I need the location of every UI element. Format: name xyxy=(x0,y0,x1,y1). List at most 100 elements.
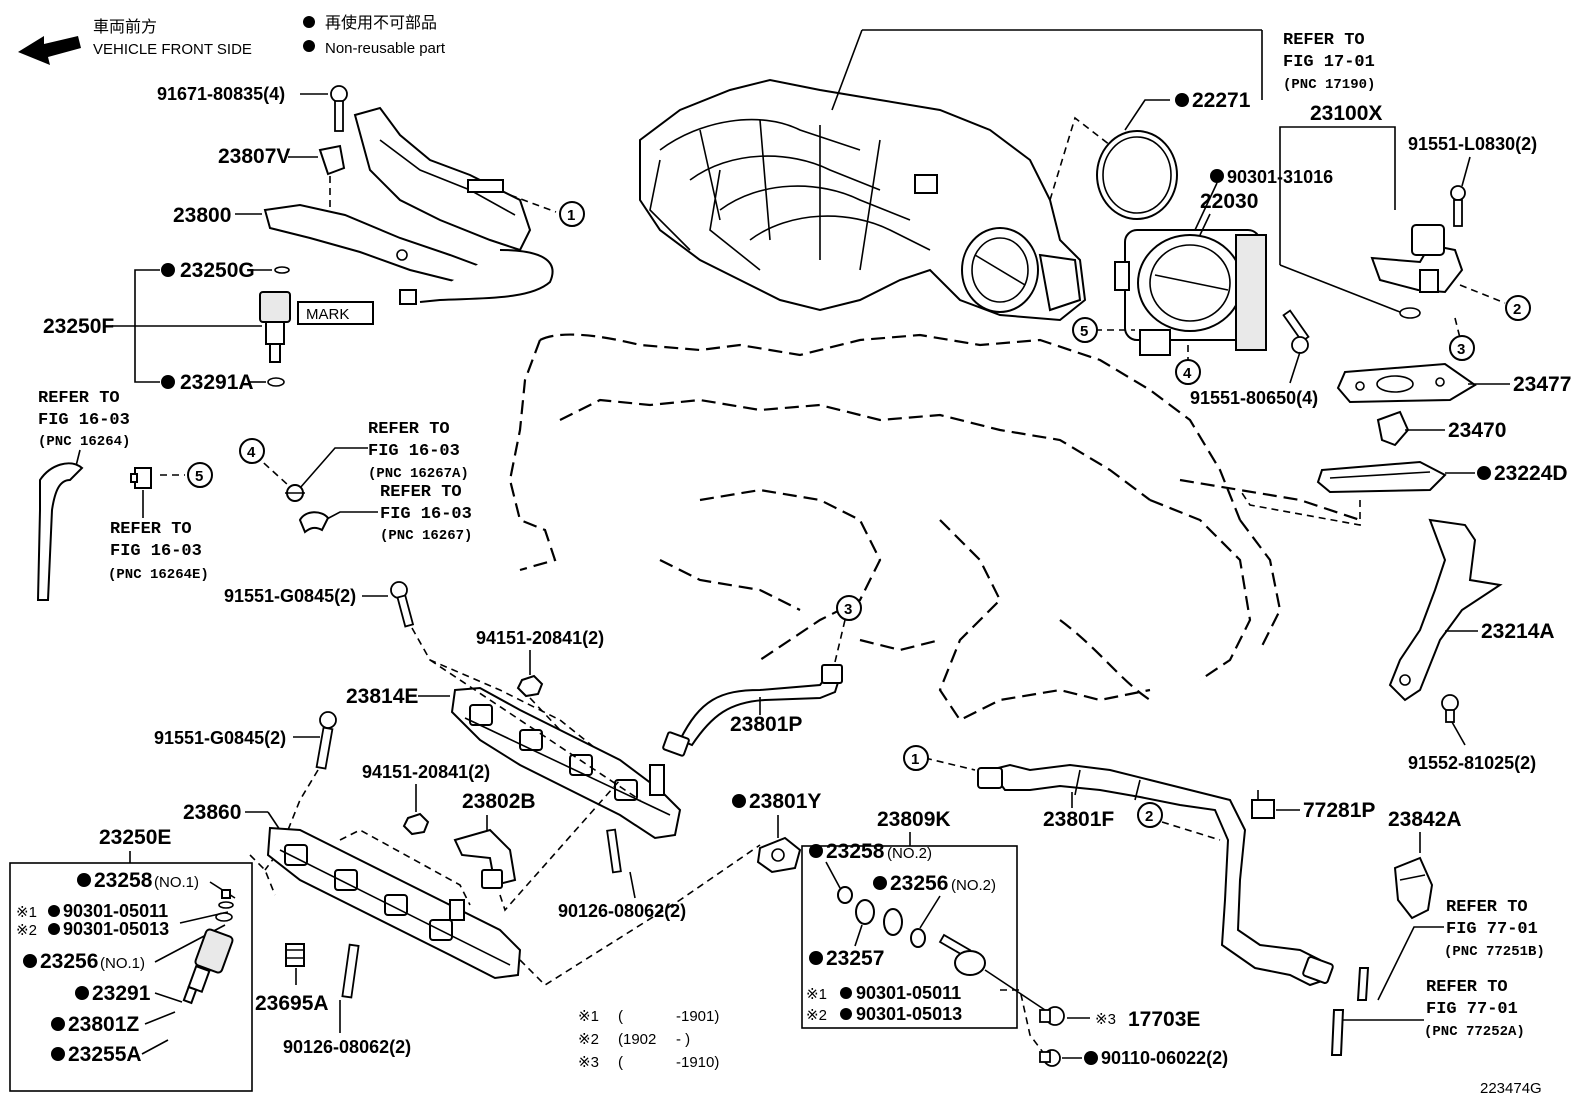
part-23801Y: 23801Y xyxy=(749,790,821,813)
callout-1: 1 xyxy=(903,745,929,771)
callout-2-label: 2 xyxy=(1145,808,1153,825)
legend-label-jp: 再使用不可部品 xyxy=(325,13,437,32)
leader-23258-no2 xyxy=(825,861,841,889)
footnote-2-open: (1902 xyxy=(618,1031,656,1048)
bolt-91551-80650 xyxy=(1282,309,1310,354)
ref-figure: FIG 16-03 xyxy=(110,542,202,561)
part-23477: 23477 xyxy=(1513,373,1571,396)
part-23256-no2-note: (NO.2) xyxy=(951,877,996,894)
front-label-jp: 車両前方 xyxy=(93,17,157,36)
non-reusable-dot-icon xyxy=(840,1008,852,1020)
callout-3-label: 3 xyxy=(844,601,852,618)
hose-23802B xyxy=(453,828,517,889)
callout-3-label: 3 xyxy=(1457,341,1465,358)
leader-90126-a xyxy=(629,871,636,899)
leader-manifold xyxy=(831,29,863,111)
leader-16267 xyxy=(324,511,378,521)
clip-77281P xyxy=(1251,790,1275,819)
note-mark-2: ※2 xyxy=(16,922,37,939)
stud-90126-b xyxy=(341,943,360,999)
non-reusable-dot-icon xyxy=(1175,93,1189,107)
part-90126-08062-a: 90126-08062(2) xyxy=(558,901,686,921)
part-23695A: 23695A xyxy=(255,992,329,1015)
bolt-17703E xyxy=(1039,1006,1065,1026)
dash-23802B xyxy=(499,779,621,912)
ref-pnc-16264E: REFER TO FIG 16-03 (PNC 16264E) xyxy=(108,520,209,583)
leader-22030 xyxy=(1199,213,1211,236)
clip-23695A xyxy=(285,943,305,967)
ref-title: REFER TO xyxy=(368,420,450,439)
callout-1-label: 1 xyxy=(567,207,575,224)
part-23860: 23860 xyxy=(183,801,241,824)
gasket-22271 xyxy=(1096,130,1178,220)
dash-callout-3-pipe xyxy=(834,619,846,663)
non-reusable-dot-icon xyxy=(51,1047,65,1061)
hose-77252A xyxy=(1330,1009,1345,1056)
leader-90301-31016 xyxy=(1194,182,1218,231)
bracket-23214A xyxy=(1388,518,1503,702)
part-23250E: 23250E xyxy=(99,826,171,849)
part-23250G: 23250G xyxy=(180,259,255,282)
callout-3: 3 xyxy=(1449,335,1475,361)
dash-23250E xyxy=(249,854,276,896)
callout-5: 5 xyxy=(1072,317,1098,343)
dash-91551-G0845-b xyxy=(264,769,319,871)
part-23801P: 23801P xyxy=(730,713,802,736)
ref-pnc: (PNC 16267) xyxy=(380,528,472,544)
callout-2-label: 2 xyxy=(1513,301,1521,318)
part-91551-80650: 91551-80650(4) xyxy=(1190,388,1318,408)
part-23801Z: 23801Z xyxy=(68,1013,139,1036)
stud-90126-a xyxy=(606,828,622,874)
footnote-1-close: -1901) xyxy=(676,1008,719,1025)
non-reusable-dot-icon xyxy=(77,873,91,887)
o-ring-23256-no2 xyxy=(910,928,926,948)
gasket-23801Y xyxy=(756,836,802,874)
connector-23842A xyxy=(1393,856,1434,920)
note-mark-2: ※2 xyxy=(806,1007,827,1024)
dash-23224D xyxy=(1239,489,1361,526)
ref-pnc-16267A: REFER TO FIG 16-03 (PNC 16267A) xyxy=(368,420,469,482)
non-reusable-dot-icon xyxy=(809,951,823,965)
footnote-3-open: ( xyxy=(618,1054,623,1071)
legend-dot-icon xyxy=(303,16,315,28)
front-label-en: VEHICLE FRONT SIDE xyxy=(93,41,252,58)
part-23100X: 23100X xyxy=(1310,102,1382,125)
footnote-2-close: - ) xyxy=(676,1031,690,1048)
leader-77251B xyxy=(1377,926,1444,1001)
callout-4-label: 4 xyxy=(247,444,256,461)
leader-23256-no2 xyxy=(919,895,941,929)
sensor-23809K xyxy=(938,933,986,976)
footnote-3-mark: ※3 xyxy=(578,1054,599,1071)
nut-94151-a xyxy=(516,674,544,698)
ref-title: REFER TO xyxy=(38,389,120,408)
part-22271: 22271 xyxy=(1192,89,1251,112)
fuel-rail-23860 xyxy=(266,826,522,980)
o-ring-23100X xyxy=(1399,307,1421,319)
callout-4-label: 4 xyxy=(1183,365,1192,382)
bolt-91671 xyxy=(330,85,348,132)
callout-5-label: 5 xyxy=(1080,323,1088,340)
non-reusable-dot-icon xyxy=(161,375,175,389)
footnote-1-mark: ※1 xyxy=(578,1008,599,1025)
leader-23255A xyxy=(141,1039,169,1055)
leader-91551-L0830 xyxy=(1461,156,1471,187)
part-90301-05011-b: 90301-05011 xyxy=(856,983,961,1003)
non-reusable-dot-icon xyxy=(161,263,175,277)
non-reusable-dot-icon xyxy=(23,954,37,968)
part-23807V: 23807V xyxy=(218,145,290,168)
non-reusable-dot-icon xyxy=(51,1017,65,1031)
part-23802B: 23802B xyxy=(462,790,536,813)
mark-box xyxy=(297,301,374,325)
part-23258-no2: 23258 xyxy=(826,840,885,863)
non-reusable-dot-icon xyxy=(1210,169,1224,183)
bolt-90110 xyxy=(1039,1049,1061,1067)
leader-91551-80650 xyxy=(1289,351,1301,384)
part-91552-81025: 91552-81025(2) xyxy=(1408,753,1536,773)
part-23258-no2-note: (NO.2) xyxy=(887,845,932,862)
ref-fig-17-01: REFER TO FIG 17-01 (PNC 17190) xyxy=(1283,31,1375,93)
hose-77251B xyxy=(1356,967,1370,1001)
callout-4: 4 xyxy=(1175,359,1201,385)
ref-pnc: (PNC 17190) xyxy=(1283,77,1375,93)
gasket-23224D xyxy=(1316,460,1447,494)
ref-pnc: (PNC 77252A) xyxy=(1424,1024,1525,1040)
